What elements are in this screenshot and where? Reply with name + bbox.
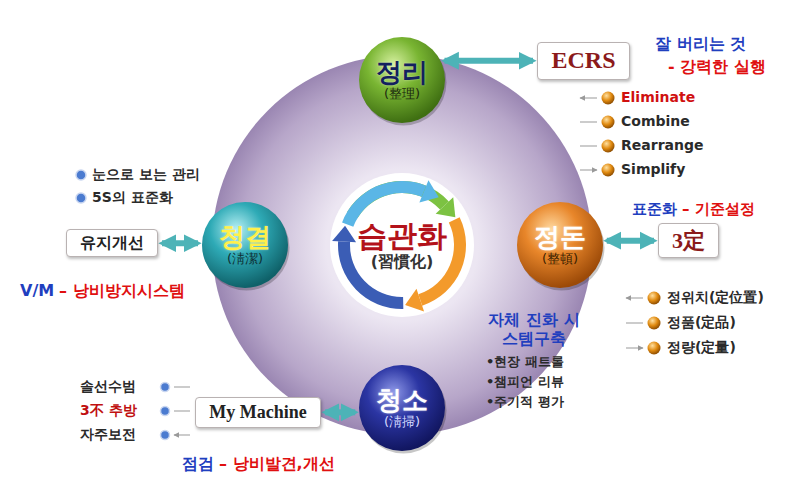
node-subtitle: (淸潔) (227, 252, 263, 267)
node-subtitle: (淸掃) (384, 415, 420, 430)
node-title: 정리 (376, 58, 428, 88)
bullet-ball (648, 292, 661, 305)
annotation-label: 정위치(定位置) (667, 289, 764, 306)
order-sphere: 정돈(整頓) (517, 202, 603, 288)
bullet-ball (648, 317, 661, 330)
annotation-label: 정품(定品) (667, 314, 736, 331)
annotation-label: Rearrange (621, 137, 703, 154)
cycle-arrowhead (436, 197, 456, 217)
annotation-label: •챔피언 리뷰 (486, 374, 564, 390)
annotation-label: 점검 (182, 454, 214, 473)
maintain-box: 유지개선 (66, 229, 158, 257)
three-box: 3定 (658, 223, 719, 258)
sort-sphere: 정리(整理) (359, 37, 445, 123)
annotation-label: 솔선수범 (80, 378, 136, 395)
annotation-label: Combine (621, 113, 690, 130)
annotation-label: 표준화 (632, 200, 677, 218)
machine-bullets (161, 383, 191, 440)
bullet-ball (602, 92, 615, 105)
annotation-label: - 강력한 실행 (668, 57, 766, 76)
ecrs-box: ECRS (537, 42, 630, 80)
node-title: 습관화 (357, 219, 447, 254)
annotation-label: 3不 추방 (80, 402, 137, 419)
double-arrow (607, 238, 654, 244)
double-arrow (325, 409, 355, 415)
annotation-label: 정량(定量) (667, 339, 736, 356)
bullet-ball (602, 140, 615, 153)
sphere (359, 365, 445, 451)
leader (174, 387, 190, 435)
three-bullets (626, 292, 661, 355)
leader (580, 98, 597, 170)
node-title: ECRS (550, 47, 617, 75)
standardize-sphere: 청결(淸潔) (202, 202, 288, 288)
double-arrow (162, 240, 198, 246)
ecrs-bullets (580, 92, 615, 177)
center-disc (330, 173, 474, 317)
node-title: 유지개선 (79, 234, 145, 252)
annotation-label: •주기적 평가 (486, 394, 564, 410)
node-title: 청결 (219, 223, 271, 253)
bullet-ball (602, 116, 615, 129)
clean-bullets (76, 170, 86, 203)
sphere (359, 37, 445, 123)
bullet-dot (161, 407, 170, 416)
bullet-dot (161, 431, 170, 440)
double-arrow (444, 58, 533, 64)
node-subtitle: (整頓) (542, 252, 578, 267)
machine-box: My Machine (195, 397, 321, 428)
node-title: 3定 (671, 228, 706, 253)
annotation-label: •현장 패트롤 (486, 354, 564, 370)
shine-sphere: 청소(淸掃) (359, 365, 445, 451)
annotation-label: – 낭비방지시스템 (59, 281, 185, 300)
habit-circle: 습관화(習慣化) (329, 172, 475, 318)
cycle-arrowhead (332, 226, 356, 243)
node-title: 청소 (376, 386, 428, 416)
node-subtitle: (習慣化) (371, 253, 434, 271)
bullet-ball (648, 342, 661, 355)
annotation-label: 눈으로 보는 관리 (92, 166, 200, 183)
annotation-label: 자주보전 (80, 426, 136, 443)
node-title: 정돈 (534, 223, 586, 253)
cycle-arrowhead (419, 180, 438, 202)
annotation-label: 잘 버리는 것 (655, 34, 746, 53)
node-subtitle: (整理) (384, 87, 420, 102)
sphere (517, 202, 603, 288)
cycle-arrowhead (405, 289, 424, 312)
node-title: My Machine (208, 402, 308, 423)
annotation-label: 자체 진화 시스템구축 (486, 310, 582, 348)
bullet-dot (161, 383, 170, 392)
sphere (202, 202, 288, 288)
bullet-dot (76, 170, 86, 180)
leader (626, 298, 643, 348)
annotation-label: – 낭비발견,개선 (219, 454, 335, 473)
annotation-label: Eliminate (621, 89, 695, 106)
bullet-dot (76, 193, 86, 203)
bullet-ball (602, 164, 615, 177)
annotation-label: V/M (20, 281, 54, 300)
annotation-label: Simplify (621, 161, 685, 178)
annotation-label: – 기준설정 (682, 200, 755, 218)
annotation-label: 5S의 표준화 (92, 189, 173, 206)
